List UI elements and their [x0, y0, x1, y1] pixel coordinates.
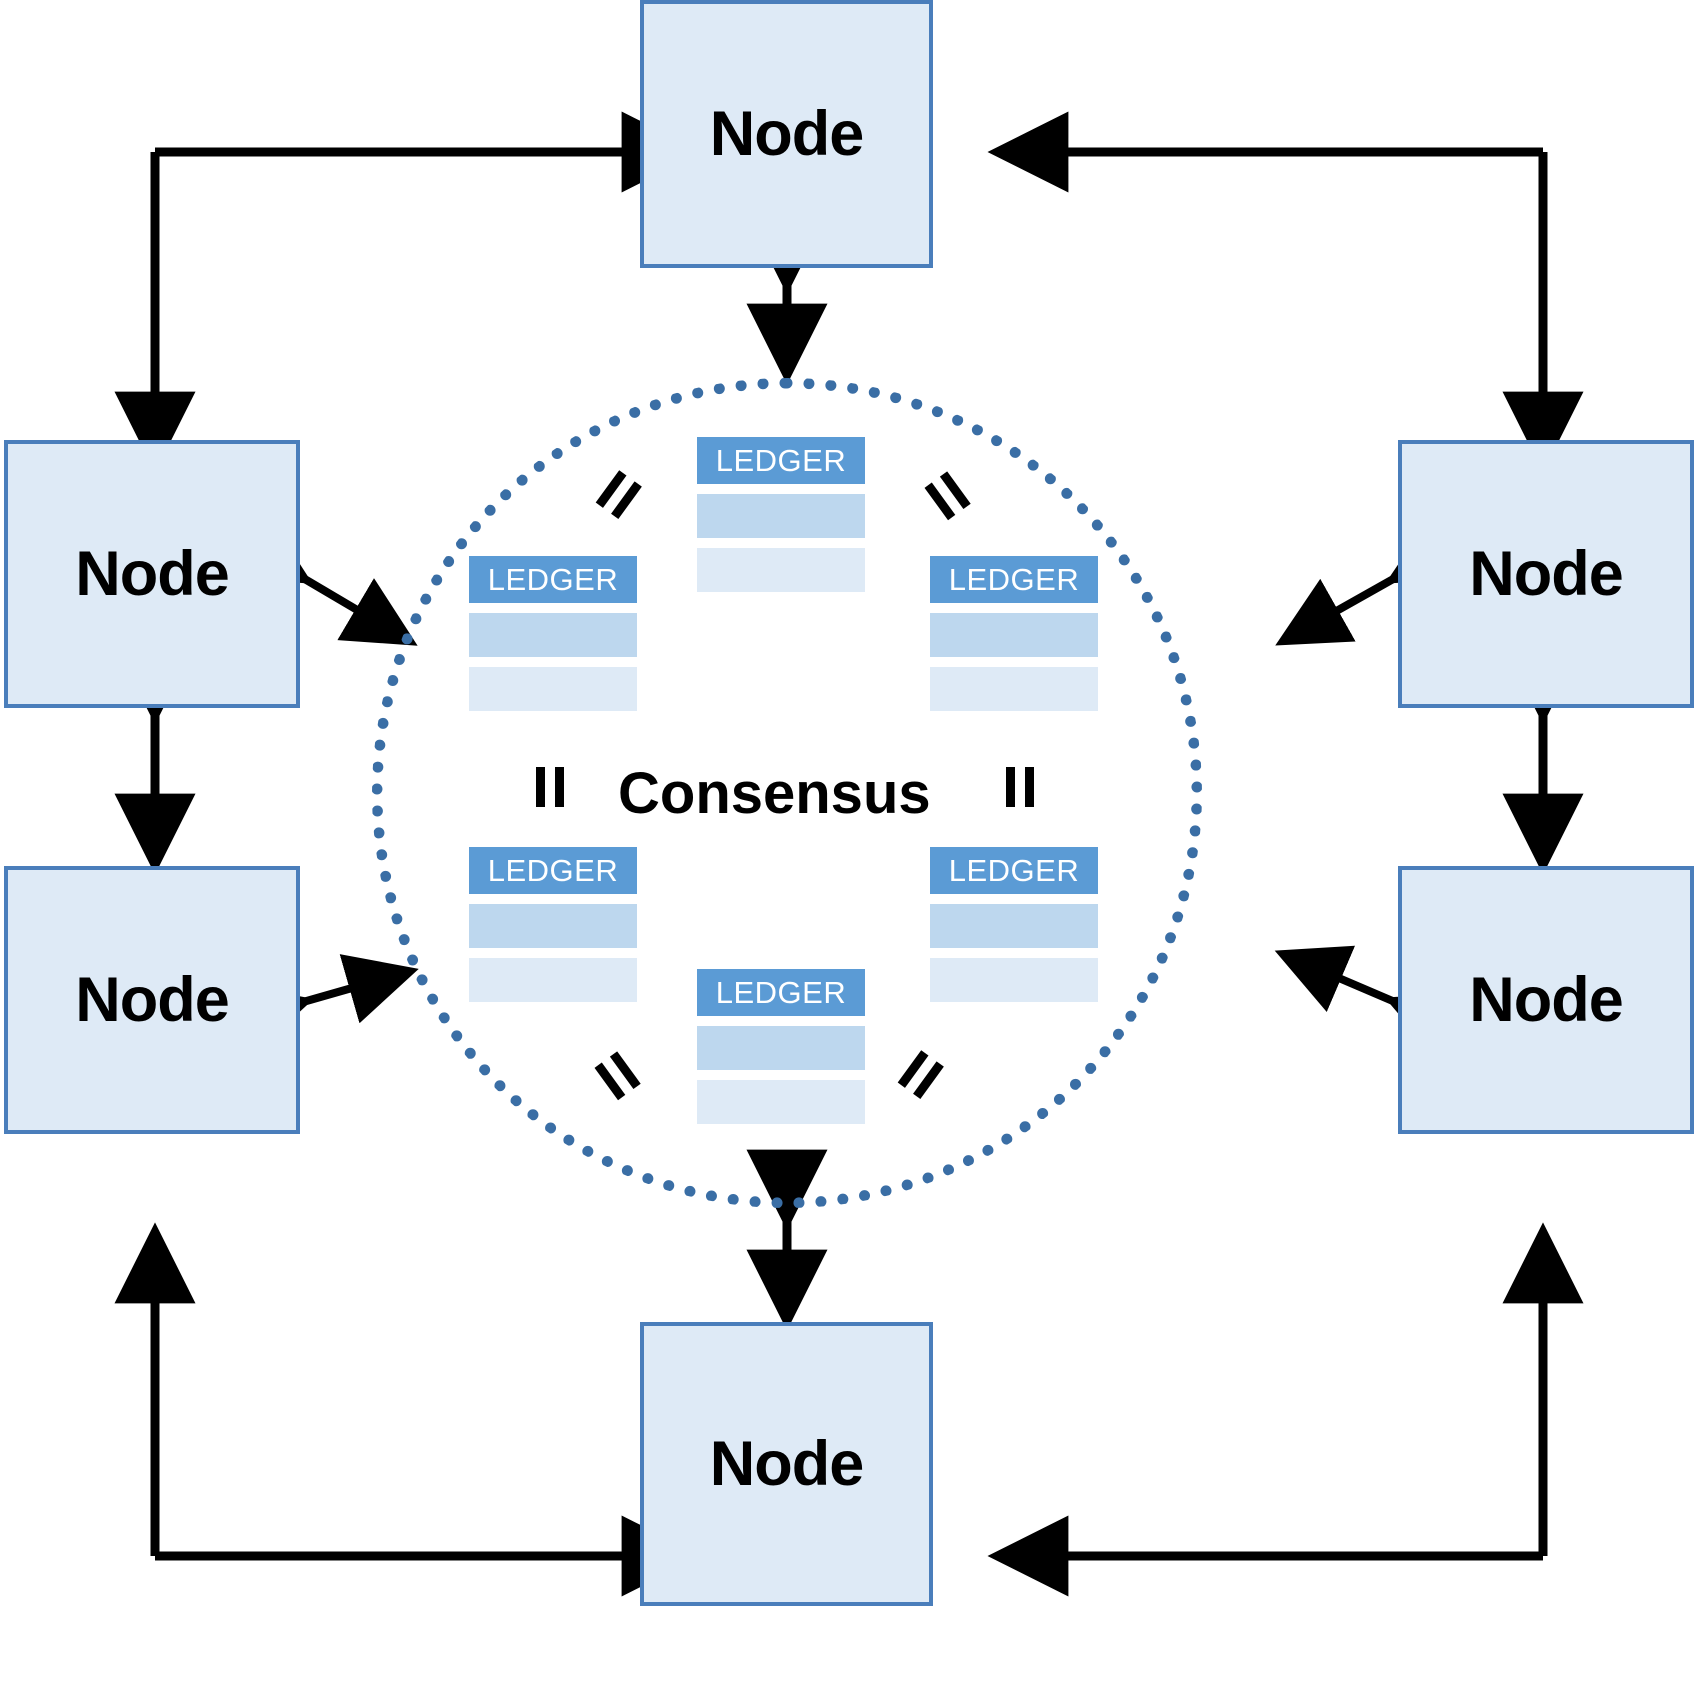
ledger-row: [697, 494, 865, 538]
node-right-upper[interactable]: Node: [1398, 440, 1694, 708]
ledger-lower-left[interactable]: LEDGER: [469, 847, 637, 1002]
ledger-upper-left[interactable]: LEDGER: [469, 556, 637, 711]
ledger-header: LEDGER: [697, 437, 865, 484]
ledger-row: [469, 613, 637, 657]
node-left-upper[interactable]: Node: [4, 440, 300, 708]
node-left-lower[interactable]: Node: [4, 866, 300, 1134]
ledger-row: [930, 667, 1098, 711]
ledger-row: [469, 958, 637, 1002]
ledger-row: [469, 904, 637, 948]
ledger-lower-right[interactable]: LEDGER: [930, 847, 1098, 1002]
node-top[interactable]: Node: [640, 0, 933, 268]
ledger-row: [930, 958, 1098, 1002]
ledger-row: [697, 1026, 865, 1070]
node-bottom[interactable]: Node: [640, 1322, 933, 1606]
equals-middle-right-icon: [1000, 767, 1042, 809]
ledger-bottom[interactable]: LEDGER: [697, 969, 865, 1124]
node-label: Node: [75, 538, 229, 609]
ledger-header: LEDGER: [930, 556, 1098, 603]
node-label: Node: [75, 964, 229, 1035]
ledger-top[interactable]: LEDGER: [697, 437, 865, 592]
node-right-lower[interactable]: Node: [1398, 866, 1694, 1134]
node-label: Node: [709, 98, 864, 169]
ledger-upper-right[interactable]: LEDGER: [930, 556, 1098, 711]
equals-middle-left-icon: [530, 767, 572, 809]
node-label: Node: [1469, 964, 1623, 1035]
ledger-row: [469, 667, 637, 711]
ledger-row: [697, 548, 865, 592]
node-label: Node: [1469, 538, 1623, 609]
ledger-row: [930, 613, 1098, 657]
ledger-row: [697, 1080, 865, 1124]
ledger-header: LEDGER: [697, 969, 865, 1016]
ledger-header: LEDGER: [930, 847, 1098, 894]
consensus-label: Consensus: [618, 761, 931, 826]
ledger-row: [930, 904, 1098, 948]
node-label: Node: [709, 1428, 864, 1499]
ledger-header: LEDGER: [469, 556, 637, 603]
ledger-header: LEDGER: [469, 847, 637, 894]
